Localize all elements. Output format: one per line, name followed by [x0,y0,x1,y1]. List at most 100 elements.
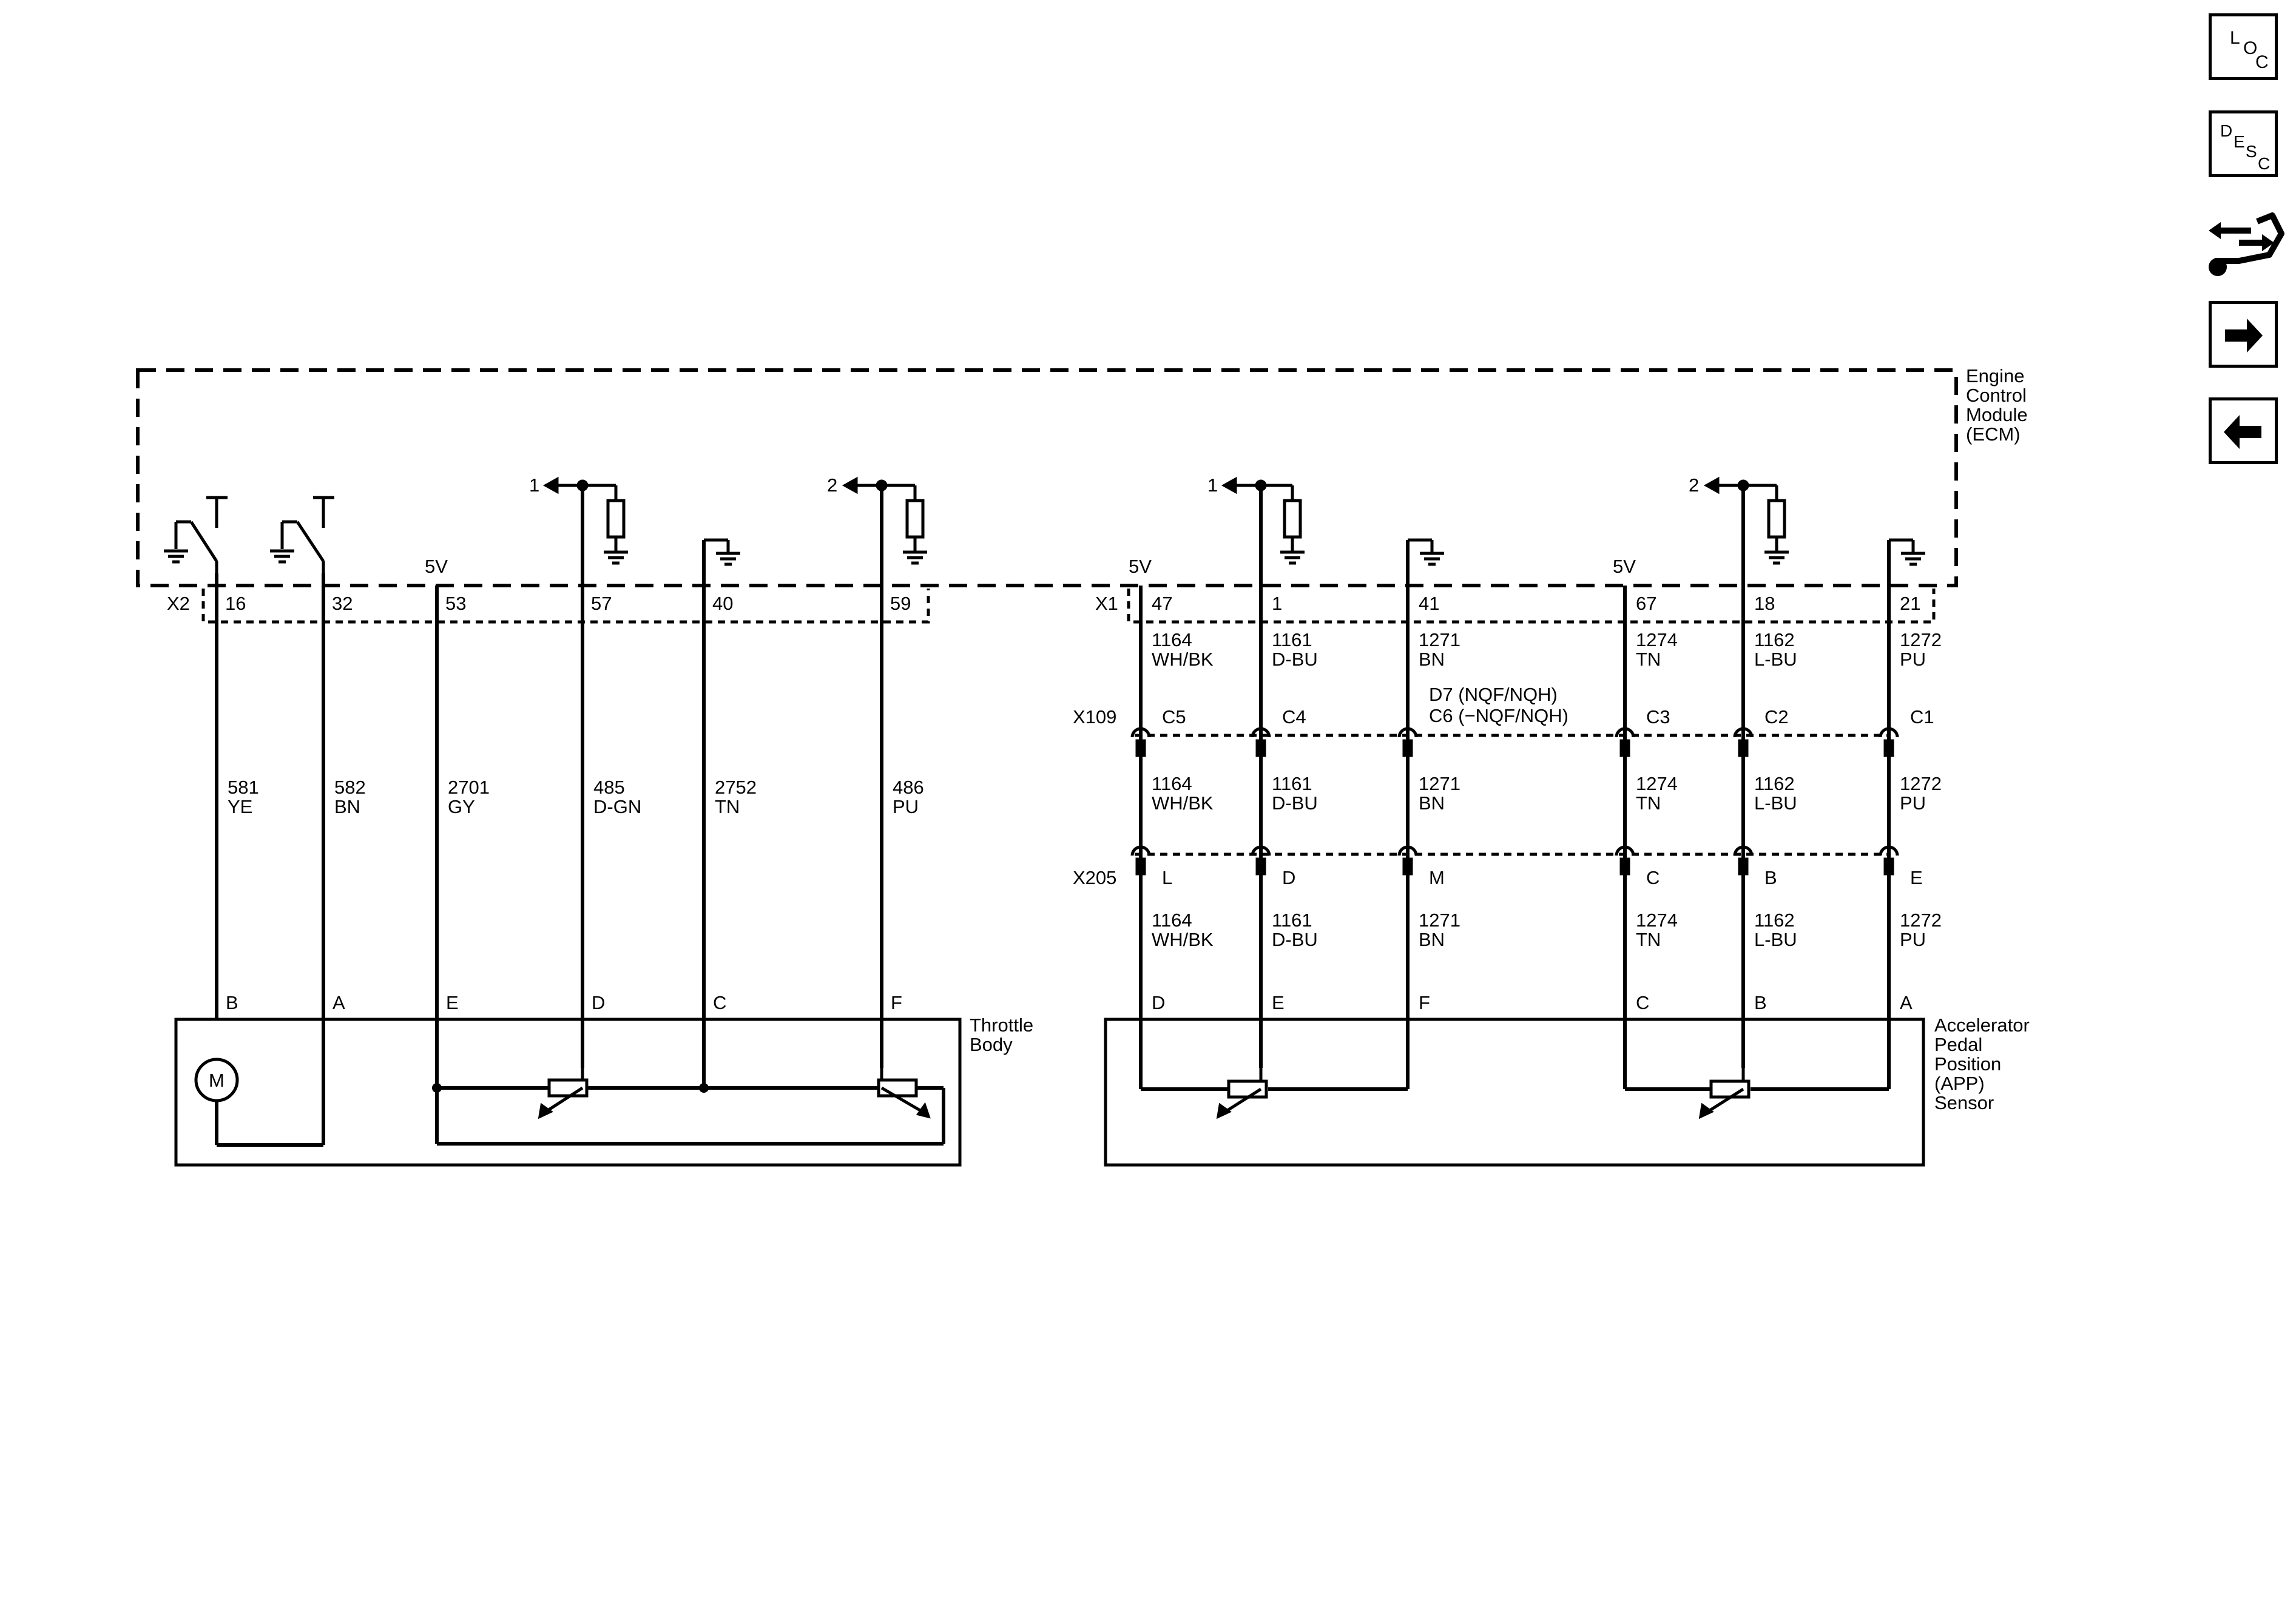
app-color-1271-2: BN [1419,929,1445,950]
app-color-1162-0: L-BU [1754,649,1797,670]
loc-letter-o: O [2243,38,2257,58]
motor-driver-switch-2 [270,496,334,573]
app-terminal-F: F [1419,992,1430,1013]
male-terminal-icon [1135,857,1146,876]
previous-page-button[interactable] [2209,397,2278,464]
app-circuit-1161-1: 1161 [1272,773,1312,794]
x205-cavity-E: E [1910,867,1923,888]
app-color-1161-1: D-BU [1272,792,1318,814]
throttle-pin-32: 32 [332,593,353,614]
app-title-1: Accelerator [1934,1014,2030,1036]
x2-label: X2 [167,593,190,614]
male-terminal-icon [1402,739,1413,757]
app-terminal-B: B [1754,992,1767,1013]
ecm-boundary [136,368,1958,587]
app-color-1164-1: WH/BK [1152,792,1214,814]
x205-cavity-B: B [1764,867,1777,888]
app-lowref-grounds [1408,538,1925,564]
app-color-1164-2: WH/BK [1152,929,1214,950]
tp-5v-label: 5V [425,556,448,577]
throttle-color-2701: GY [448,796,475,817]
app-circuit-1162-0: 1162 [1754,629,1795,650]
app-sensor-1-icon [1216,1068,1268,1119]
app-circuit-1164-2: 1164 [1152,910,1192,931]
app-sensor-box [1104,1018,1925,1167]
throttle-terminal-C: C [713,992,726,1013]
tp2-ref-label: 2 [827,474,837,496]
x1-label: X1 [1095,593,1118,614]
app-circuit-1164-1: 1164 [1152,773,1192,794]
throttle-circuit-582: 582 [334,777,366,798]
male-terminal-icon [1738,739,1749,757]
ecm-title-2: Control [1966,385,2027,406]
app-title-5: Sensor [1934,1092,1994,1113]
app-color-1161-0: D-BU [1272,649,1318,670]
throttle-terminal-D: D [592,992,605,1013]
x205-cavity-M: M [1429,867,1445,888]
throttle-circuit-2701: 2701 [448,777,490,798]
app-terminal-A: A [1900,992,1913,1013]
app-circuit-1271-2: 1271 [1419,910,1460,931]
male-terminal-icon [1619,739,1630,757]
location-button[interactable]: L O C [2209,13,2278,80]
app1-5v-label: 5V [1129,556,1152,577]
throttle-junctions [432,1083,709,1093]
throttle-title-2: Body [970,1034,1013,1055]
app-color-1162-1: L-BU [1754,792,1797,814]
throttle-circuit-581: 581 [228,777,259,798]
male-terminal-icon [1402,857,1413,876]
female-terminal-icon [1615,727,1635,738]
description-button[interactable]: D E S C [2209,110,2278,177]
throttle-pin-57: 57 [591,593,612,614]
desc-letter-e: E [2234,132,2245,151]
throttle-body-box [174,1018,962,1167]
male-terminal-icon [1255,857,1266,876]
x109-cavity-C4: C4 [1282,706,1306,727]
male-terminal-icon [1883,739,1894,757]
app-pin-67: 67 [1636,593,1656,614]
connector-repair-icon[interactable] [2203,200,2288,285]
throttle-circuit-485: 485 [593,777,625,798]
throttle-color-581: YE [228,796,252,817]
female-terminal-icon [1397,727,1418,738]
throttle-terminal-A: A [333,992,345,1013]
male-terminal-icon [1255,739,1266,757]
app-circuit-1161-2: 1161 [1272,910,1312,931]
app-color-1274-0: TN [1636,649,1661,670]
male-terminal-icon [1883,857,1894,876]
desc-letter-s: S [2246,142,2257,161]
x109-cavity-C5: C5 [1162,706,1186,727]
app-color-1271-1: BN [1419,792,1445,814]
app-color-1162-2: L-BU [1754,929,1797,950]
throttle-color-485: D-GN [593,796,641,817]
app-pin-41: 41 [1419,593,1439,614]
female-terminal-icon [1251,727,1271,738]
app-color-1271-0: BN [1419,649,1445,670]
app-sensor-2-icon [1698,1068,1751,1119]
app-color-1164-0: WH/BK [1152,649,1214,670]
throttle-pin-59: 59 [890,593,911,614]
desc-letter-d: D [2220,121,2232,140]
app-pin-21: 21 [1900,593,1920,614]
app-circuit-1161-0: 1161 [1272,629,1312,650]
throttle-terminal-F: F [891,992,902,1013]
ecm-title-4: (ECM) [1966,424,2021,445]
tp1-pulldown [542,476,628,563]
app-circuit-1274-2: 1274 [1636,910,1678,931]
female-terminal-icon [1733,727,1754,738]
app-color-1274-1: TN [1636,792,1661,814]
app-color-1161-2: D-BU [1272,929,1318,950]
female-terminal-icon [1130,845,1151,856]
app2-pulldown [1703,476,1789,563]
x205-cavity-C: C [1646,867,1660,888]
female-terminal-icon [1733,845,1754,856]
app-circuit-1271-1: 1271 [1419,773,1460,794]
d7-note-1: D7 (NQF/NQH) [1429,684,1558,705]
app-color-1272-0: PU [1900,649,1926,670]
next-page-button[interactable] [2209,301,2278,368]
tp2-pulldown [842,476,927,563]
male-terminal-icon [1738,857,1749,876]
female-terminal-icon [1130,727,1151,738]
app-terminal-C: C [1636,992,1649,1013]
loc-letter-l: L [2230,28,2240,48]
